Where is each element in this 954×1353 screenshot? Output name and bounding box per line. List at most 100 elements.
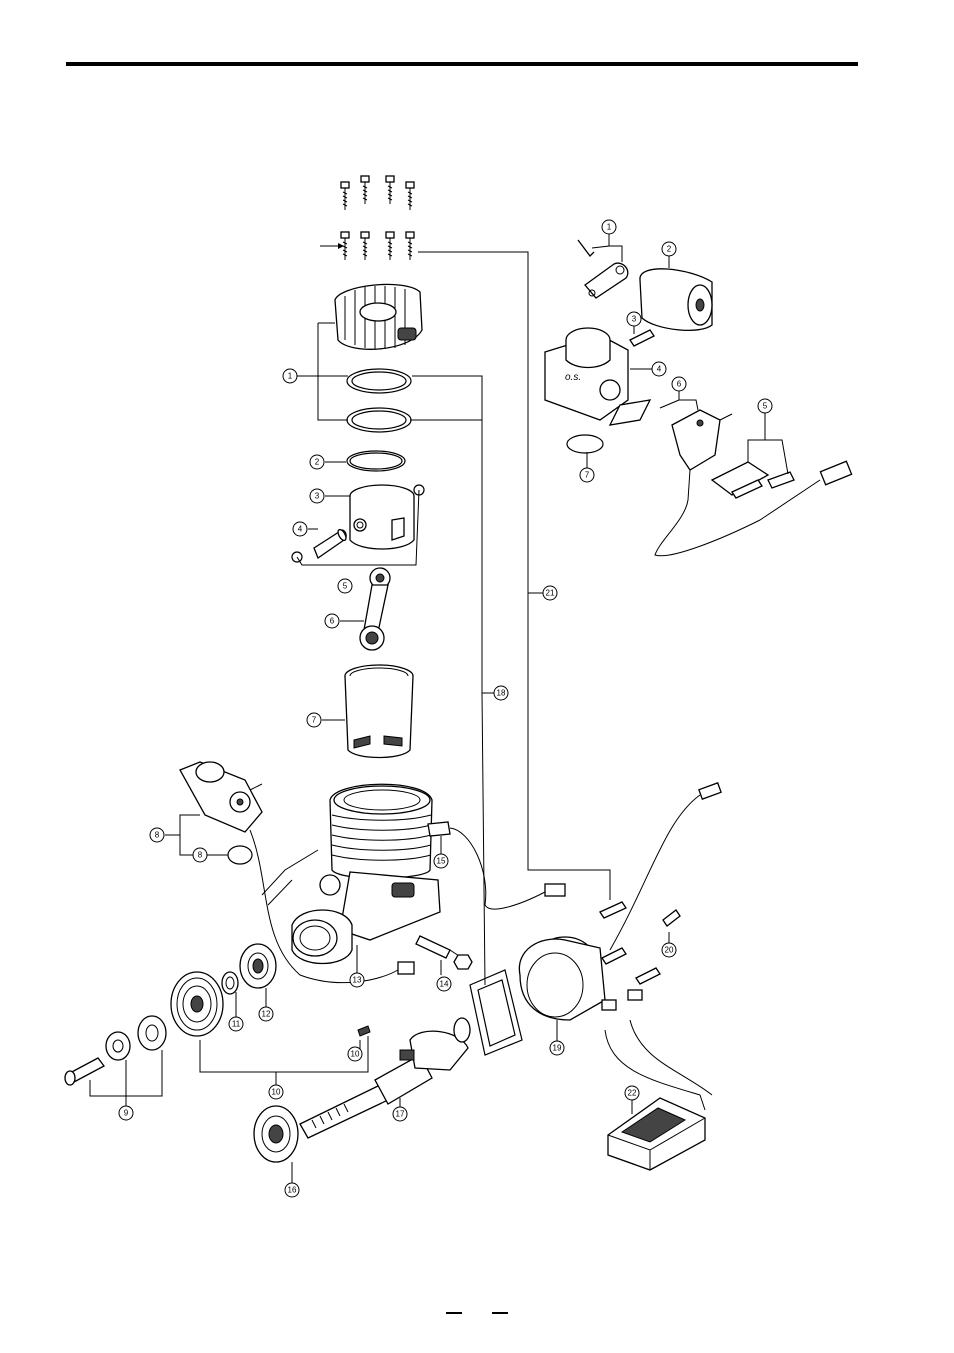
- svg-text:7: 7: [312, 716, 317, 725]
- carb-body: o.s.: [544, 327, 652, 426]
- page-number-dash-left: [446, 1312, 462, 1314]
- carb-body-o-ring: [566, 434, 604, 454]
- callout-engine-7: 7: [306, 712, 322, 728]
- svg-text:o.s.: o.s.: [565, 372, 581, 383]
- svg-text:5: 5: [343, 582, 348, 591]
- callout-engine-15: 15: [433, 853, 449, 869]
- svg-text:13: 13: [353, 976, 362, 985]
- callout-engine-20: 20: [661, 942, 677, 958]
- callout-engine-16: 16: [284, 1182, 300, 1198]
- carb-connector: [397, 961, 415, 975]
- callout-engine-11: 11: [228, 1016, 244, 1032]
- ecu-unit: [607, 1097, 706, 1171]
- head-gasket-1: [346, 368, 412, 394]
- harness-connector-top: [698, 782, 722, 800]
- carb-o-ring: [227, 845, 253, 865]
- arm-screw: [577, 239, 595, 257]
- svg-text:4: 4: [657, 365, 662, 374]
- callout-engine-5: 5: [337, 578, 353, 594]
- callout-engine-1: 1: [282, 368, 298, 384]
- svg-text:12: 12: [262, 1010, 271, 1019]
- woodruff-key: [357, 1025, 371, 1037]
- callout-engine-10b: 10: [268, 1084, 284, 1100]
- svg-text:6: 6: [330, 617, 335, 626]
- callout-engine-22: 22: [624, 1085, 640, 1101]
- svg-text:9: 9: [124, 1109, 129, 1118]
- svg-text:16: 16: [288, 1186, 297, 1195]
- sensor-connector: [544, 883, 566, 897]
- callout-engine-4: 4: [292, 521, 308, 537]
- bearing-spacer: [221, 971, 239, 995]
- header-rule: [66, 62, 858, 66]
- svg-text:2: 2: [315, 458, 320, 467]
- ecu-connector-a: [601, 999, 617, 1011]
- callout-carb-2: 2: [661, 241, 677, 257]
- carb-screw: [629, 329, 655, 347]
- svg-text:3: 3: [315, 492, 320, 501]
- cover-screws: [599, 901, 681, 985]
- callout-carb-5: 5: [757, 398, 773, 414]
- svg-text:2: 2: [667, 245, 672, 254]
- head-bolts: [320, 175, 415, 260]
- carb-rotor: [639, 268, 713, 331]
- svg-text:11: 11: [232, 1020, 241, 1029]
- cylinder-head: [334, 283, 423, 350]
- svg-text:10: 10: [272, 1088, 281, 1097]
- callout-engine-3: 3: [309, 488, 325, 504]
- callout-engine-6: 6: [324, 613, 340, 629]
- piston-ring: [346, 450, 406, 472]
- page-number-dash-right: [492, 1312, 508, 1314]
- svg-text:14: 14: [440, 980, 449, 989]
- svg-text:22: 22: [628, 1089, 637, 1098]
- callout-engine-9: 9: [118, 1105, 134, 1121]
- crankshaft: [299, 1017, 471, 1139]
- svg-text:15: 15: [437, 857, 446, 866]
- svg-text:18: 18: [497, 689, 506, 698]
- crankcase: [291, 783, 451, 965]
- front-bearing: [239, 943, 277, 989]
- callout-engine-17: 17: [392, 1106, 408, 1122]
- fuel-valve: [654, 409, 821, 557]
- callout-carb-4: 4: [651, 361, 667, 377]
- svg-text:8: 8: [155, 831, 160, 840]
- spinner-adaptor: [64, 1057, 105, 1086]
- callout-engine-10a: 10: [347, 1046, 363, 1062]
- callout-carb-7: 7: [579, 467, 595, 483]
- callout-engine-13: 13: [349, 972, 365, 988]
- drive-hub: [170, 971, 224, 1037]
- callout-engine-18: 18: [493, 685, 509, 701]
- engine-carburetor: [179, 761, 263, 833]
- callout-engine-2: 2: [309, 454, 325, 470]
- piston: [349, 484, 415, 550]
- callout-engine-8a: 8: [149, 827, 165, 843]
- callout-carb-1: 1: [601, 219, 617, 235]
- throttle-arm: [584, 262, 629, 299]
- svg-text:20: 20: [665, 946, 674, 955]
- rear-cover: [518, 936, 606, 1021]
- svg-text:1: 1: [288, 372, 293, 381]
- svg-text:21: 21: [546, 589, 555, 598]
- washer: [137, 1015, 167, 1051]
- svg-text:7: 7: [585, 471, 590, 480]
- prop-nut: [105, 1031, 131, 1061]
- callout-engine-19: 19: [549, 1040, 565, 1056]
- svg-text:17: 17: [396, 1110, 405, 1119]
- svg-text:6: 6: [677, 380, 682, 389]
- callout-carb-6: 6: [671, 376, 687, 392]
- valve-clamp: [710, 461, 795, 499]
- connecting-rod: [359, 567, 391, 651]
- callout-engine-21: 21: [542, 585, 558, 601]
- svg-text:4: 4: [298, 525, 303, 534]
- callout-carb-3: 3: [626, 311, 642, 327]
- svg-text:5: 5: [763, 402, 768, 411]
- svg-text:1: 1: [607, 223, 612, 232]
- ecu-connector-b: [627, 989, 643, 1001]
- rear-bearing: [253, 1105, 299, 1163]
- callout-engine-12: 12: [258, 1006, 274, 1022]
- valve-connector: [819, 460, 853, 486]
- svg-text:10: 10: [351, 1050, 360, 1059]
- callout-engine-8b: 8: [192, 847, 208, 863]
- rear-gasket: [469, 969, 523, 1056]
